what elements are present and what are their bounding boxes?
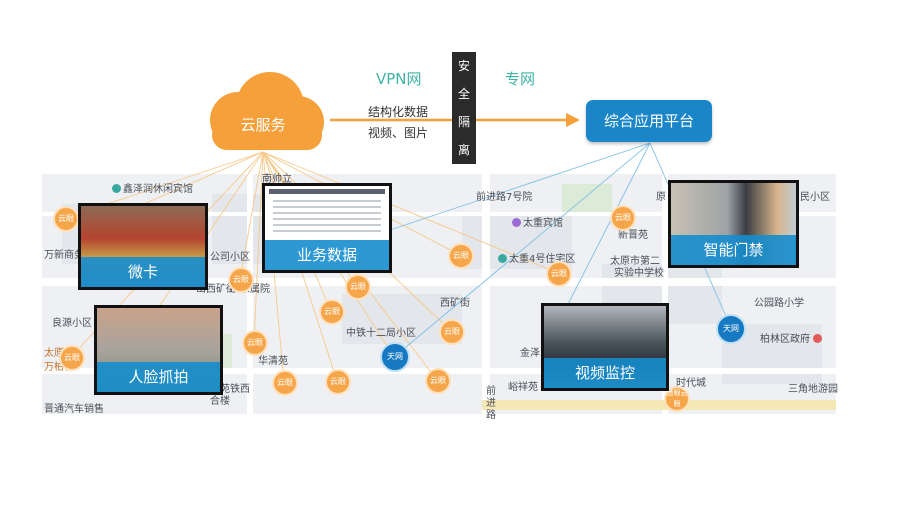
map-label: 合楼 bbox=[210, 396, 230, 407]
card-business-data: 业务数据 bbox=[262, 183, 392, 273]
cloud-eye-node: 云眼 bbox=[345, 274, 371, 300]
sky-net-node: 天网 bbox=[716, 314, 746, 344]
map-label: 清苑铁西 bbox=[210, 384, 250, 395]
map-label: 中铁十二局小区 bbox=[346, 328, 416, 339]
cloud-service-label: 云服务 bbox=[240, 116, 286, 134]
map-label: 前进路 bbox=[486, 386, 496, 421]
data-type-line2: 视频、图片 bbox=[368, 126, 429, 140]
map-label: 公园路小学 bbox=[754, 298, 804, 309]
card-caption: 视频监控 bbox=[544, 358, 666, 388]
cloud-eye-node: 云眼 bbox=[228, 267, 254, 293]
map-label: 前进路7号院 bbox=[476, 192, 533, 203]
map-label: 新晋苑 bbox=[618, 230, 648, 241]
isolation-char: 全 bbox=[457, 87, 470, 101]
map-label: 山西矿街 bbox=[196, 284, 236, 295]
map-label: 太重宾馆 bbox=[512, 218, 563, 230]
map-label: 万柏林 bbox=[44, 362, 74, 373]
map-label: 原 bbox=[656, 192, 666, 203]
card-video-monitor: 视频监控 bbox=[541, 303, 669, 391]
map-label: 鑫泽润休闲宾馆 bbox=[112, 184, 193, 196]
cloud-icon bbox=[210, 72, 324, 150]
cloud-eye-node: 云眼 bbox=[546, 261, 572, 287]
map-label: 峪祥苑 bbox=[508, 382, 538, 393]
isolation-char: 离 bbox=[457, 143, 470, 157]
map-label: 良源小区 bbox=[52, 318, 92, 329]
cloud-eye-node: 云眼 bbox=[59, 345, 85, 371]
cloud-eye-node: 云眼 bbox=[319, 299, 345, 325]
data-type-line1: 结构化数据 bbox=[368, 105, 429, 119]
card-smart-door: 智能门禁 bbox=[668, 180, 799, 268]
map-label: 公司小区 bbox=[210, 252, 250, 263]
cloud-eye-node: 云眼 bbox=[325, 369, 351, 395]
map-label: 时代城 bbox=[676, 378, 706, 389]
cloud-eye-node: 云眼 bbox=[610, 205, 636, 231]
map-label: 万新商务 bbox=[44, 250, 84, 261]
card-caption: 人脸抓拍 bbox=[97, 362, 220, 392]
isolation-char: 隔 bbox=[457, 115, 470, 129]
private-net-label: 专网 bbox=[505, 70, 536, 88]
map-label: 太重4号住宅区 bbox=[498, 254, 575, 266]
cloud-service: 云服务 bbox=[198, 70, 328, 152]
map-label: 南帅立 bbox=[262, 174, 292, 185]
cloud-eye-node: 云眼 bbox=[53, 206, 79, 232]
map-label: 三角地游园 bbox=[788, 384, 838, 395]
map-label: 西矿街 bbox=[440, 298, 470, 309]
map-label: 金泽 bbox=[520, 348, 540, 359]
map-label: 民小区 bbox=[800, 192, 830, 203]
map-label: 柏林区政府 bbox=[760, 334, 824, 346]
card-caption: 业务数据 bbox=[265, 240, 389, 270]
isolation-char: 安 bbox=[457, 59, 470, 73]
cloud-eye-node: 云眼 bbox=[439, 319, 465, 345]
map-label: 太原市第二 bbox=[610, 256, 660, 267]
cloud-eye-node: 云眼 bbox=[242, 330, 268, 356]
card-weika: 微卡 bbox=[78, 203, 208, 290]
map-label: 实验中学校 bbox=[614, 268, 664, 279]
map-label: 厂家属院 bbox=[230, 284, 270, 295]
map-label: 晋通汽车销售 bbox=[44, 404, 104, 415]
security-isolation-bar: 安 全 隔 离 bbox=[452, 52, 476, 164]
cloud-eye-node: 云眼 bbox=[272, 370, 298, 396]
data-flow-arrow bbox=[330, 113, 580, 127]
integrated-platform: 综合应用平台 bbox=[586, 100, 712, 142]
card-caption: 微卡 bbox=[81, 257, 205, 287]
vpn-label: VPN网 bbox=[376, 70, 422, 88]
card-caption: 智能门禁 bbox=[671, 235, 796, 265]
map-label: 华清苑 bbox=[258, 356, 288, 367]
cloud-eye-node: 云眼 bbox=[448, 243, 474, 269]
sky-net-node: 天网 bbox=[380, 342, 410, 372]
cloud-eye-node: 云眼 bbox=[425, 368, 451, 394]
card-face-capture: 人脸抓拍 bbox=[94, 305, 223, 395]
